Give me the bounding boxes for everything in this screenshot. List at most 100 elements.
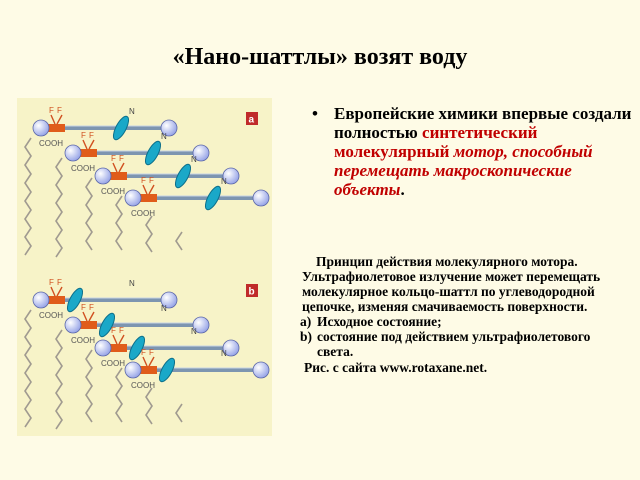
stopper-right (192, 316, 210, 334)
item-b-text: состояние под действием ультрафиолетовог… (317, 329, 591, 359)
fluorine-bonds (50, 114, 63, 125)
shuttle-ring (112, 115, 130, 141)
slide-title: «Нано-шаттлы» возят воду (172, 44, 468, 70)
orange-fragment (79, 149, 97, 157)
atom-label-f: F (57, 278, 62, 287)
shuttle-ring (204, 185, 222, 211)
atom-label-n: N (221, 349, 227, 358)
fluorine-bonds (82, 311, 95, 322)
alkyl-chain (85, 177, 93, 251)
atom-label-f: F (81, 303, 86, 312)
atom-label-f: F (81, 131, 86, 140)
atom-label-f: F (119, 326, 124, 335)
atom-label-n: N (191, 155, 197, 164)
figure-citation: Рис. с сайта www.rotaxane.net. (304, 360, 488, 375)
stopper-right (192, 144, 210, 162)
stopper-left (124, 361, 142, 379)
bullet-point: • Европейские химики впервые создали пол… (312, 104, 632, 199)
atom-label-f: F (111, 326, 116, 335)
alkyl-chain (55, 329, 63, 430)
alkyl-chain (24, 309, 32, 428)
figure-description: Принцип действия молекулярного мотора. У… (296, 254, 616, 375)
group-label-cooh: COOH (71, 164, 95, 173)
item-b-marker: b) (300, 329, 313, 344)
atom-label-f: F (57, 106, 62, 115)
alkyl-chain (85, 349, 93, 423)
alkyl-chain (55, 157, 63, 258)
orange-fragment (109, 344, 127, 352)
alkyl-chain (175, 231, 183, 251)
atom-label-f: F (149, 348, 154, 357)
alkyl-chain (175, 403, 183, 423)
orange-fragment (139, 366, 157, 374)
panel-label: b (249, 287, 255, 298)
atom-label-n: N (161, 132, 167, 141)
panel-label-box (246, 112, 258, 125)
bullet-text-part1: Европейские химики впервые создали полно… (334, 104, 632, 142)
atom-label-f: F (89, 131, 94, 140)
fluorine-bonds (50, 286, 63, 297)
stopper-left (32, 119, 50, 137)
description-item-a: a) Исходное состояние; (296, 314, 616, 329)
shuttle-ring (174, 163, 192, 189)
shuttle-ring (66, 287, 84, 313)
atom-label-n: N (191, 327, 197, 336)
stopper-left (124, 189, 142, 207)
atom-label-n: N (161, 304, 167, 313)
atom-label-n: N (129, 279, 135, 288)
stopper-right (252, 189, 270, 207)
shuttle-ring (144, 140, 162, 166)
alkyl-chain (24, 137, 32, 256)
stopper-left (64, 316, 82, 334)
orange-fragment (109, 172, 127, 180)
group-label-cooh: COOH (71, 336, 95, 345)
stopper-left (94, 167, 112, 185)
alkyl-chain (115, 195, 123, 251)
stopper-left (64, 144, 82, 162)
atom-label-n: N (221, 177, 227, 186)
stopper-left (94, 339, 112, 357)
orange-fragment (139, 194, 157, 202)
bullet-text-part3: мотор, способный перемещать макроскопиче… (334, 142, 593, 199)
atom-label-f: F (49, 106, 54, 115)
bullet-text-part4: . (400, 180, 405, 199)
fluorine-bonds (112, 334, 125, 345)
atom-label-f: F (141, 176, 146, 185)
alkyl-chain (115, 367, 123, 423)
atom-label-f: F (89, 303, 94, 312)
group-label-cooh: COOH (39, 311, 63, 320)
shuttle-ring (128, 335, 146, 361)
fluorine-bonds (142, 356, 155, 367)
atom-label-f: F (111, 154, 116, 163)
group-label-cooh: COOH (131, 381, 155, 390)
panel-label: a (249, 115, 255, 126)
fluorine-bonds (142, 184, 155, 195)
atom-label-f: F (149, 176, 154, 185)
orange-fragment (79, 321, 97, 329)
bullet-marker: • (312, 104, 318, 123)
atom-label-f: F (141, 348, 146, 357)
stopper-left (32, 291, 50, 309)
orange-fragment (47, 124, 65, 132)
fluorine-bonds (82, 139, 95, 150)
stopper-right (222, 167, 240, 185)
atom-label-f: F (49, 278, 54, 287)
stopper-right (222, 339, 240, 357)
group-label-cooh: COOH (101, 187, 125, 196)
panel-label-box (246, 284, 258, 297)
shuttle-ring (158, 357, 176, 383)
stopper-right (160, 291, 178, 309)
stopper-right (160, 119, 178, 137)
orange-fragment (47, 296, 65, 304)
fluorine-bonds (112, 162, 125, 173)
item-a-marker: a) (300, 314, 312, 329)
group-label-cooh: COOH (131, 209, 155, 218)
stopper-right (252, 361, 270, 379)
description-paragraph: Принцип действия молекулярного мотора. У… (302, 254, 601, 314)
item-a-text: Исходное состояние; (317, 314, 442, 329)
bullet-text-part2: синтетический молекулярный (334, 123, 538, 161)
bullet-text: Европейские химики впервые создали полно… (334, 104, 632, 199)
